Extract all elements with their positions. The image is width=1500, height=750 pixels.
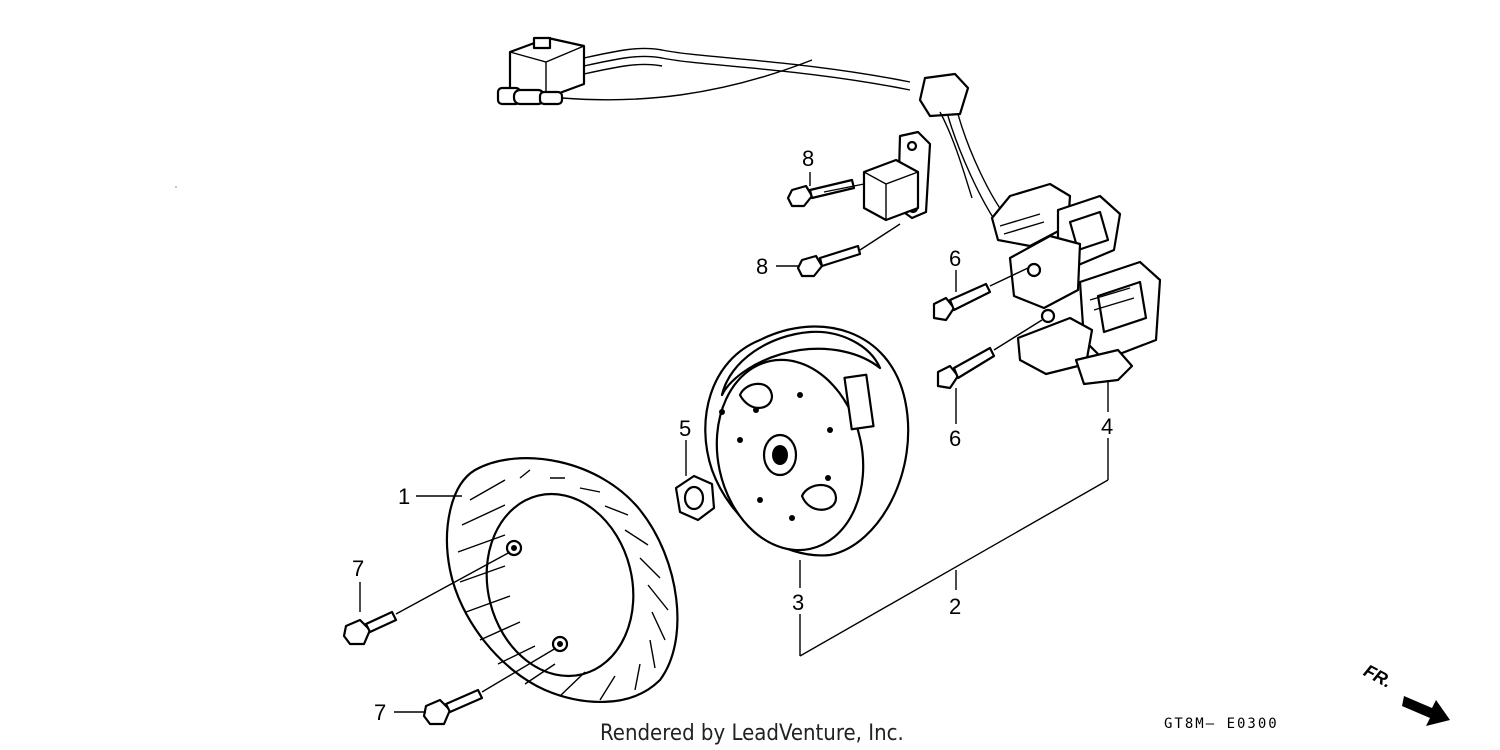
callout-3: 3 <box>792 590 804 615</box>
callout-1: 1 <box>398 484 410 509</box>
bolt-7-lower <box>422 688 484 726</box>
callout-7-lower: 7 <box>374 700 386 725</box>
wire-harness <box>496 36 1011 229</box>
bolt-8-lower <box>796 244 862 278</box>
bolt-6-lower <box>936 346 996 390</box>
callout-8-upper: 8 <box>802 146 814 171</box>
flywheel-nut <box>674 474 716 522</box>
callout-4: 4 <box>1101 414 1113 439</box>
flywheel <box>704 325 910 557</box>
callout-7-upper: 7 <box>352 556 364 581</box>
bolt-8-upper <box>786 178 856 208</box>
callout-5: 5 <box>679 416 691 441</box>
render-credit: Rendered by LeadVenture, Inc. <box>600 721 904 746</box>
front-direction-indicator: FR. <box>1360 660 1450 726</box>
front-direction-label: FR. <box>1360 660 1395 691</box>
callout-6-lower: 6 <box>949 426 961 451</box>
scan-speck <box>175 186 177 188</box>
stator-coil <box>990 182 1162 386</box>
callout-2: 2 <box>949 594 961 619</box>
callout-6-upper: 6 <box>949 246 961 271</box>
diagram-code: GT8M— E0300 <box>1164 716 1279 732</box>
bolt-7-upper <box>342 610 398 646</box>
leader-lines <box>359 172 1109 713</box>
callout-8-lower: 8 <box>756 254 768 279</box>
front-arrow-icon <box>1402 696 1450 726</box>
bolt-6-upper <box>932 282 992 322</box>
cooling-fan <box>445 457 679 703</box>
pulser-bracket <box>862 130 932 222</box>
